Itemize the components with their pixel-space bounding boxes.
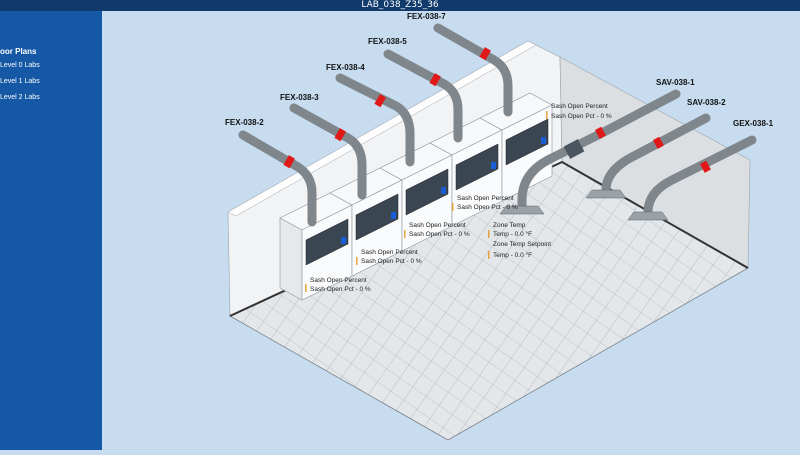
- gex-038-1-label[interactable]: GEX-038-1: [733, 119, 774, 128]
- window-title: LAB_038_Z35_36: [0, 0, 800, 11]
- sash-readout-1: Sash Open Percent Sash Open Pct - 0 %: [305, 277, 371, 293]
- fex-038-2-valve[interactable]: [283, 155, 295, 169]
- sash-readout-2-value: Sash Open Pct - 0 %: [361, 258, 422, 265]
- fex-038-7-valve[interactable]: [479, 47, 491, 61]
- sav-038-2-label[interactable]: SAV-038-2: [687, 98, 726, 107]
- sav-038-1-valve[interactable]: [595, 126, 606, 139]
- sav-038-2-valve[interactable]: [653, 136, 664, 149]
- fex-038-4-valve[interactable]: [374, 94, 386, 108]
- gex-038-1-valve[interactable]: [700, 160, 711, 173]
- zone-temp-setpoint-value: Temp - 0.0 °F: [493, 251, 532, 259]
- fume-hood-3[interactable]: [379, 142, 453, 252]
- sash-readout-2-name: Sash Open Percent: [361, 249, 418, 256]
- sash-readout-4-value: Sash Open Pct - 0 %: [457, 204, 518, 211]
- sash-readout-4: Sash Open Percent Sash Open Pct - 0 %: [452, 195, 518, 211]
- floor-plans-header: oor Plans: [0, 47, 37, 56]
- sash-readout-1-name: Sash Open Percent: [310, 277, 367, 284]
- zone-temp-label: Zone Temp: [493, 222, 526, 229]
- sash-readout-3: Sash Open Percent Sash Open Pct - 0 %: [404, 222, 470, 238]
- sav-038-2-duct[interactable]: [585, 113, 711, 199]
- fex-038-3-valve[interactable]: [334, 128, 346, 142]
- zone-temp-readout: Zone Temp Temp - 0.0 °F: [488, 222, 532, 238]
- fex-038-2-label[interactable]: FEX-038-2: [225, 118, 264, 127]
- lab-floor-plan-scene: FEX-038-2 FEX-038-3 FEX-038-4 FEX-038-5 …: [102, 11, 800, 450]
- sash-readout-5: Sash Open Percent Sash Open Pct - 0 %: [546, 103, 612, 120]
- sash-readout-2: Sash Open Percent Sash Open Pct - 0 %: [356, 249, 422, 265]
- sav-038-1-label[interactable]: SAV-038-1: [656, 78, 695, 87]
- fex-038-3-duct[interactable]: [289, 103, 367, 200]
- fex-038-7-duct[interactable]: [433, 23, 513, 117]
- sav-038-1-duct[interactable]: [499, 89, 681, 215]
- zone-temp-setpoint-readout: Zone Temp Setpoint Temp - 0.0 °F: [488, 241, 551, 259]
- zone-temp-value: Temp - 0.0 °F: [493, 230, 532, 238]
- sidebar-item-level-1-labs[interactable]: Level 1 Labs: [0, 78, 40, 85]
- zone-temp-setpoint-label: Zone Temp Setpoint: [493, 241, 551, 248]
- sash-readout-4-name: Sash Open Percent: [457, 195, 514, 202]
- sidebar-item-level-2-labs[interactable]: Level 2 Labs: [0, 94, 40, 101]
- sash-readout-1-value: Sash Open Pct - 0 %: [310, 286, 371, 293]
- sidebar-item-level-0-labs[interactable]: Level 0 Labs: [0, 62, 40, 69]
- sash-readout-3-name: Sash Open Percent: [409, 222, 466, 229]
- fume-hood-5[interactable]: [479, 92, 553, 202]
- fex-038-5-valve[interactable]: [429, 73, 441, 87]
- sash-readout-3-value: Sash Open Pct - 0 %: [409, 231, 470, 238]
- gex-038-1-duct[interactable]: [627, 135, 757, 221]
- fex-038-7-label[interactable]: FEX-038-7: [407, 12, 446, 21]
- fex-038-5-label[interactable]: FEX-038-5: [368, 37, 407, 46]
- fex-038-3-label[interactable]: FEX-038-3: [280, 93, 319, 102]
- fex-038-5-duct[interactable]: [383, 49, 463, 143]
- fex-038-4-duct[interactable]: [335, 73, 415, 167]
- sash-readout-5-value: Sash Open Pct - 0 %: [551, 113, 612, 120]
- fume-hood-4[interactable]: [429, 117, 503, 227]
- lab-3d-view: FEX-038-2 FEX-038-3 FEX-038-4 FEX-038-5 …: [225, 12, 774, 441]
- sash-readout-5-name: Sash Open Percent: [551, 103, 608, 110]
- fex-038-2-duct[interactable]: [238, 130, 317, 227]
- fex-038-4-label[interactable]: FEX-038-4: [326, 63, 365, 72]
- sidebar: oor Plans Level 0 Labs Level 1 Labs Leve…: [0, 11, 102, 450]
